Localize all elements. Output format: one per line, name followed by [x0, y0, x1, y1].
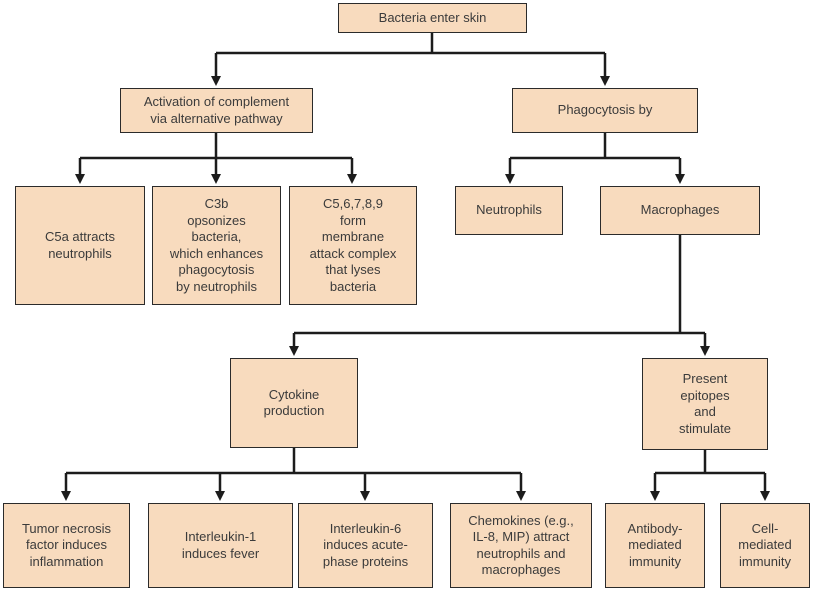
node-bacteria-enter-skin: Bacteria enter skin — [338, 3, 527, 33]
arrowhead — [215, 491, 225, 501]
arrowhead — [211, 174, 221, 184]
arrowhead — [75, 174, 85, 184]
connector-phagocytosis-split — [508, 133, 682, 176]
node-neutrophils: Neutrophils — [455, 186, 563, 235]
node-antibody-mediated-immunity: Antibody- mediated immunity — [605, 503, 705, 588]
arrowhead — [505, 174, 515, 184]
node-macrophages: Macrophages — [600, 186, 760, 235]
arrowhead — [760, 491, 770, 501]
arrowhead — [289, 346, 299, 356]
arrowhead — [650, 491, 660, 501]
arrowhead — [516, 491, 526, 501]
arrowhead — [675, 174, 685, 184]
arrowhead — [211, 76, 221, 86]
arrowhead — [360, 491, 370, 501]
connector-cytokine-split — [64, 448, 523, 493]
arrowhead — [61, 491, 71, 501]
arrowhead — [700, 346, 710, 356]
node-membrane-attack-complex: C5,6,7,8,9 form membrane attack complex … — [289, 186, 417, 305]
node-complement-activation: Activation of complement via alternative… — [120, 88, 313, 133]
connector-bacteria-split — [214, 33, 607, 78]
node-chemokines: Chemokines (e.g., IL-8, MIP) attract neu… — [450, 503, 592, 588]
node-cell-mediated-immunity: Cell- mediated immunity — [720, 503, 810, 588]
node-c5a-attracts-neutrophils: C5a attracts neutrophils — [15, 186, 145, 305]
connector-macrophages-split — [292, 235, 707, 348]
node-tumor-necrosis-factor: Tumor necrosis factor induces inflammati… — [3, 503, 130, 588]
node-interleukin-1: Interleukin-1 induces fever — [148, 503, 293, 588]
arrowhead — [600, 76, 610, 86]
node-present-epitopes: Present epitopes and stimulate — [642, 358, 768, 450]
arrowhead — [347, 174, 357, 184]
node-interleukin-6: Interleukin-6 induces acute- phase prote… — [298, 503, 433, 588]
node-cytokine-production: Cytokine production — [230, 358, 358, 448]
connector-complement-split — [78, 133, 354, 176]
node-phagocytosis-by: Phagocytosis by — [512, 88, 698, 133]
connector-epitopes-split — [653, 450, 767, 493]
node-c3b-opsonizes-bacteria: C3b opsonizes bacteria, which enhances p… — [152, 186, 281, 305]
